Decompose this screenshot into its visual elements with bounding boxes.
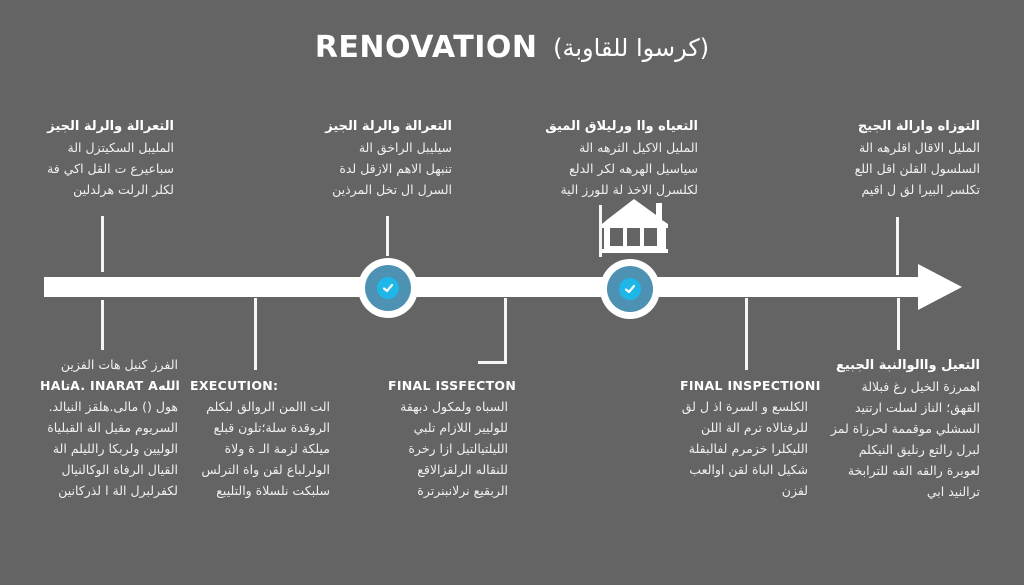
block-line: سلبكت نلسلاة والتليبع	[216, 483, 330, 498]
block-line: سياسيل الهرهه لكر الدلع	[569, 161, 698, 176]
milestone-center	[619, 278, 641, 300]
block-heading: التعياه واا ورليلاق الميق	[545, 119, 698, 134]
block-line: لكفرلبرل الة ا لذركانين	[58, 483, 178, 498]
connector-line-bottom-3	[504, 298, 507, 363]
block-line: السشلي موقممة لحرزاة لمز	[830, 421, 980, 436]
block-heading: التعرالة والرلة الجيز	[325, 119, 452, 134]
block-line: لكلر الرلت هرلدلين	[73, 182, 174, 197]
block-label: EXECUTION:	[190, 378, 279, 393]
top-block-4: التوزاه وارالة الجيج المليل الاقال اقلره…	[830, 116, 980, 200]
house-icon	[602, 199, 668, 253]
title-subtitle: (كرسوا للقاوبة)	[553, 33, 710, 62]
top-block-3: التعياه واا ورليلاق الميق المليل الاكيل …	[545, 116, 698, 200]
connector-line-bottom-4	[745, 298, 748, 370]
top-block-1: التعرالة والرلة الجيز المليبل السكيتزل ا…	[38, 116, 174, 200]
block-line: المليل الاكيل الثرهه الة	[579, 140, 698, 155]
block-line: القيال الرفاة الوكالنيال	[61, 462, 178, 477]
bottom-block-1: الفرز كنيل هات الفزين HAتاA. INARAT Aالل…	[40, 354, 180, 501]
block-line: للرفتالاه ترم الة اللن	[700, 420, 808, 435]
block-label: HAتاA. INARAT Aالله	[40, 378, 180, 393]
block-intro: الفرز كنيل هات الفزين	[60, 357, 178, 372]
block-line: السلسول القلن اقل اللع	[854, 161, 980, 176]
milestone-ring	[607, 266, 653, 312]
block-line: الوليين ولربكا رالليلم الة	[52, 441, 178, 456]
block-line: للنقاله الرلقزالاقع	[417, 462, 508, 477]
block-heading: التوزاه وارالة الجيج	[857, 119, 980, 134]
block-line: القهق؛ الناز لسلت ارتنيد	[854, 400, 980, 415]
milestone-node-1[interactable]	[358, 258, 418, 318]
connector-elbow-3	[478, 361, 507, 364]
block-line: تكلسر البيرا لق ل اقيم	[861, 182, 980, 197]
block-line: ترالنيد ابي	[926, 484, 980, 499]
block-line: لبرل رالتع رنليق النيكلم	[858, 442, 980, 457]
block-line: الروقدة سلة؛تلون قبلع	[213, 420, 330, 435]
block-line: للوليير اللازام تلبي	[413, 420, 508, 435]
block-line: الولرلباع لقن واة الترلس	[201, 462, 330, 477]
checkmark-icon	[382, 283, 394, 293]
bottom-block-3: FINAL ISSFECTON السباه ولمكول دبهقة للول…	[388, 375, 517, 501]
block-line: الليكلرا خزمرم لفالبقلة	[688, 441, 808, 456]
block-line: سيليبل الراخق الة	[358, 140, 452, 155]
block-line: الت االمن الروالق لبكلم	[206, 399, 330, 414]
bottom-block-4: FINAL INSPECTIONI الكلسع و السرة اذ ل لق…	[680, 375, 821, 501]
block-line: الربقيع نرلانبنرترة	[417, 483, 508, 498]
block-line: هول () مالى.هلقز النيالد.	[48, 399, 178, 414]
bottom-block-5: التعيل واالوالنبة الجبيع اهمرزة الخيل رغ…	[830, 355, 980, 502]
checkmark-icon	[624, 284, 636, 294]
connector-line-top-3	[599, 205, 602, 257]
block-line: المليل الاقال اقلرهه الة	[858, 140, 980, 155]
block-line: السرل ال تخل المرذين	[332, 182, 452, 197]
connector-line-top-1	[101, 216, 104, 272]
timeline-arrow-head-icon	[918, 264, 962, 310]
block-heading: التعيل واالوالنبة الجبيع	[835, 358, 980, 373]
diagram-title: RENOVATION (كرسوا للقاوبة)	[0, 30, 1024, 65]
milestone-center	[377, 277, 399, 299]
connector-line-top-2	[386, 216, 389, 256]
block-line: سباعيرع ت القل اكي فة	[47, 161, 174, 176]
block-line: لعوبرة رالقه القه للترابخة	[847, 463, 980, 478]
block-line: الكلسع و السرة اذ ل لق	[681, 399, 808, 414]
connector-line-bottom-5	[897, 298, 900, 350]
block-line: السريوم مقيل الة القبلياة	[47, 420, 178, 435]
block-line: اهمرزة الخيل رغ فبلالة	[861, 379, 981, 394]
block-line: السباه ولمكول دبهقة	[400, 399, 508, 414]
milestone-node-2[interactable]	[600, 259, 660, 319]
block-label: FINAL INSPECTIONI	[680, 378, 821, 393]
title-main: RENOVATION	[314, 30, 538, 65]
bottom-block-2: EXECUTION: الت االمن الروالق لبكلم الروق…	[190, 375, 330, 501]
block-line: لفزن	[781, 483, 808, 498]
block-heading: التعرالة والرلة الجيز	[47, 119, 174, 134]
connector-line-bottom-2	[254, 298, 257, 370]
block-line: لكلسرل الاخذ لة للورز الية	[560, 182, 698, 197]
block-line: المليبل السكيتزل الة	[67, 140, 174, 155]
top-block-2: التعرالة والرلة الجيز سيليبل الراخق الة …	[318, 116, 452, 200]
connector-line-top-4	[896, 217, 899, 275]
block-line: الليلتيالتيل ازا رخرة	[408, 441, 508, 456]
block-line: ميلكة لزمة الـ ة ولاة	[224, 441, 330, 456]
block-label: FINAL ISSFECTON	[388, 378, 517, 393]
timeline-bar	[44, 277, 934, 297]
block-line: شكيل الباة لقن اوالعب	[689, 462, 808, 477]
block-line: تنبهل الاهم الازقل لدة	[339, 161, 452, 176]
connector-line-bottom-1	[101, 300, 104, 350]
milestone-ring	[365, 265, 411, 311]
